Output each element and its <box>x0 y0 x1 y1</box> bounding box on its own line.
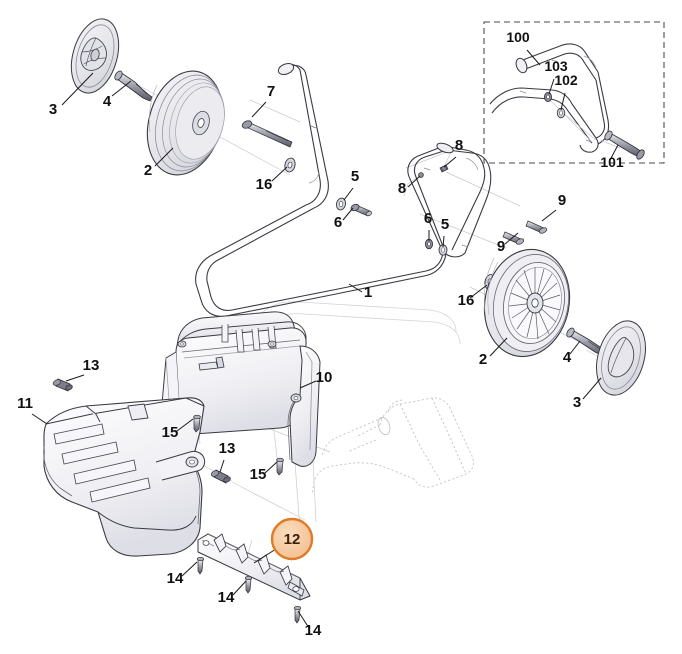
callout-screw-strip-mid[interactable]: 14 <box>218 589 235 606</box>
ghost-frame-lower <box>311 397 474 495</box>
callout-screw-lower[interactable]: 9 <box>497 238 505 255</box>
leader-14-right <box>297 610 310 629</box>
leader-5-left <box>343 187 354 201</box>
callout-wheel-left[interactable]: 2 <box>144 162 152 179</box>
main-frame <box>195 62 492 317</box>
callout-wheel-right[interactable]: 2 <box>479 351 487 368</box>
ghost-inset-lines <box>547 97 621 149</box>
alt-handle-100 <box>489 43 610 153</box>
leader-9-lo <box>504 232 519 245</box>
deflector-11 <box>43 397 206 557</box>
callout-alt-nut[interactable]: 103 <box>544 58 568 74</box>
grommet-13-lower <box>210 469 231 484</box>
hub-cap-right <box>596 320 646 396</box>
leader-2-right <box>489 337 508 357</box>
callout-screw-strip-left[interactable]: 14 <box>167 570 184 587</box>
leader-13-up <box>65 374 85 382</box>
callout-hub-cap-left[interactable]: 3 <box>49 101 57 118</box>
screw-9-upper <box>525 220 548 234</box>
selected-part-highlight[interactable]: 12 <box>270 517 314 561</box>
callout-bolt-upper-left[interactable]: 6 <box>334 214 342 231</box>
leader-13-lo <box>219 459 225 473</box>
callout-axle-bolt-left[interactable]: 4 <box>103 93 112 110</box>
leader-16-right <box>469 284 488 299</box>
callout-nut-right[interactable]: 5 <box>441 216 449 233</box>
leader-15-right <box>264 461 278 474</box>
wheel-right <box>483 248 571 358</box>
screw-15-left <box>193 414 201 433</box>
callout-alt-handle[interactable]: 100 <box>506 29 530 45</box>
leader-1 <box>348 283 363 293</box>
leader-100 <box>526 49 541 66</box>
clip-8-upper <box>439 164 449 173</box>
strip-12 <box>197 533 311 601</box>
callout-main-frame[interactable]: 1 <box>364 284 372 301</box>
leader-103 <box>548 78 555 95</box>
leader-16-left <box>271 166 288 182</box>
wheel-left <box>146 70 225 176</box>
leader-12-hl <box>253 548 277 564</box>
callout-bolt-right[interactable]: 6 <box>424 210 432 227</box>
callout-handle-bolt[interactable]: 7 <box>267 83 275 100</box>
inset-variant-box <box>483 21 665 164</box>
highlight-circle[interactable] <box>270 517 314 561</box>
alt-nut-103 <box>544 92 553 103</box>
leader-11 <box>31 413 48 425</box>
callout-axle-bolt-right[interactable]: 4 <box>563 349 572 366</box>
leader-15-left <box>176 418 194 432</box>
leader-14-left <box>181 561 198 577</box>
callout-hub-cap-right[interactable]: 3 <box>573 394 581 411</box>
leader-7 <box>251 101 267 118</box>
hub-cap-left <box>70 18 120 94</box>
leader-4-left <box>111 80 132 97</box>
screw-14-mid <box>244 575 253 594</box>
leader-8-up <box>443 156 457 168</box>
leader-101 <box>609 144 619 161</box>
callout-alt-washer[interactable]: 102 <box>554 72 578 88</box>
leader-6-left <box>342 207 354 221</box>
leader-lines <box>31 49 619 629</box>
leader-10 <box>299 380 317 389</box>
leader-9-up <box>541 209 557 222</box>
handle-bolt-7 <box>241 120 293 148</box>
callout-alt-bolt[interactable]: 101 <box>600 154 624 170</box>
leader-14-mid <box>232 580 247 596</box>
callout-screw-upper[interactable]: 9 <box>558 192 566 209</box>
callout-washer-left[interactable]: 16 <box>256 176 273 193</box>
leader-102 <box>560 92 566 111</box>
nut-5-left <box>335 197 347 211</box>
callout-screw-housing-right[interactable]: 15 <box>250 466 267 483</box>
ghost-frame-tube-end <box>377 416 391 436</box>
screw-14-right <box>293 605 302 624</box>
axle-bolt-left <box>114 70 153 102</box>
callout-clip-lower[interactable]: 8 <box>398 180 406 197</box>
housing-10 <box>161 311 321 467</box>
alt-bolt-101 <box>604 130 645 160</box>
callout-nut-upper-left[interactable]: 5 <box>351 168 359 185</box>
screw-14-left <box>196 556 205 575</box>
callout-screw-strip-right[interactable]: 14 <box>305 622 322 639</box>
leader-2-left <box>154 147 174 167</box>
bolt-6-left <box>350 203 373 217</box>
washer-16-left <box>284 157 296 173</box>
grommet-13-upper <box>52 378 73 392</box>
callout-deflector[interactable]: 11 <box>17 395 33 412</box>
alt-washer-102 <box>556 107 566 119</box>
leader-3-right <box>582 377 602 400</box>
callout-clip-upper[interactable]: 8 <box>455 137 463 154</box>
callout-screw-housing-left[interactable]: 15 <box>162 424 179 441</box>
callout-housing[interactable]: 10 <box>316 369 333 386</box>
leader-4-right <box>569 340 581 355</box>
leader-3-left <box>61 72 94 106</box>
callout-grommet-upper[interactable]: 13 <box>83 357 100 374</box>
leader-5-right <box>442 235 445 248</box>
leader-8-lo <box>407 175 421 188</box>
callout-washer-right[interactable]: 16 <box>458 292 475 309</box>
callout-grommet-lower[interactable]: 13 <box>219 440 236 457</box>
highlight-label: 12 <box>284 531 301 548</box>
screw-15-right <box>276 457 284 476</box>
